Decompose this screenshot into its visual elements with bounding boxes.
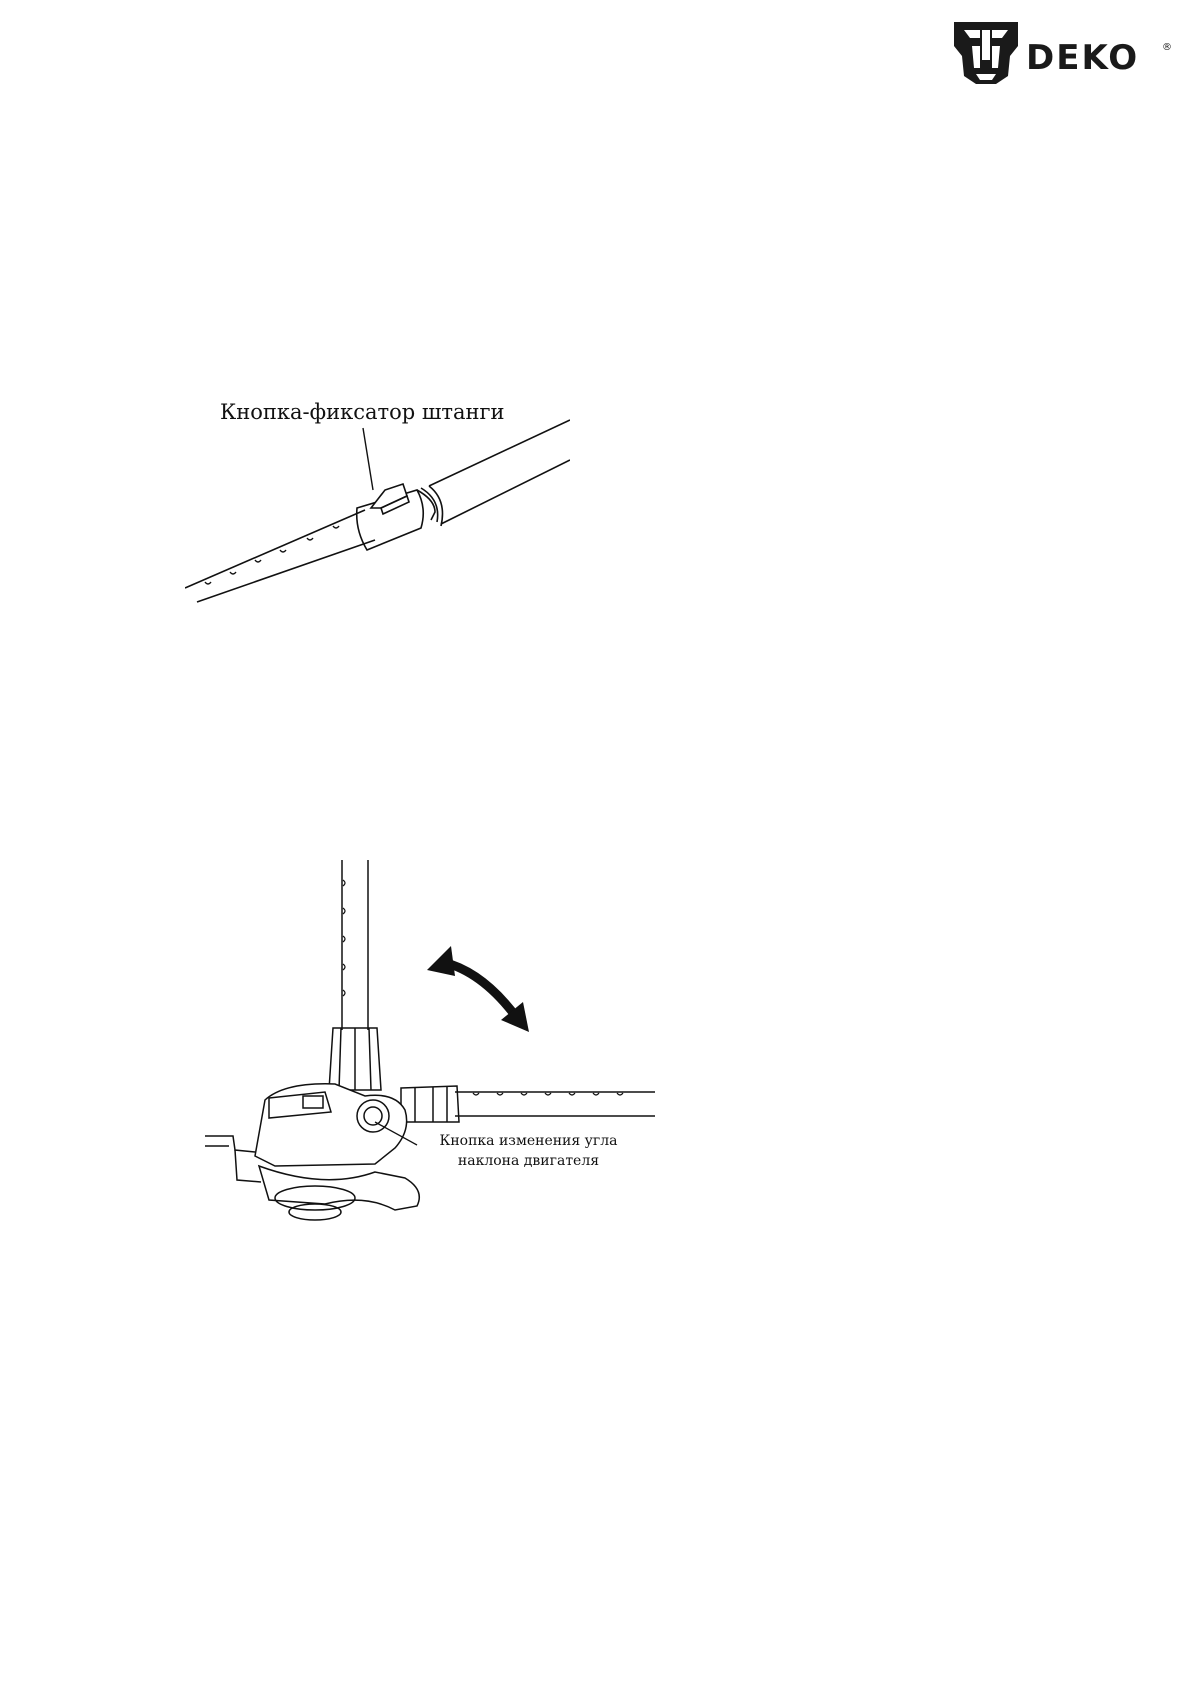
registered-mark: ® (1162, 42, 1172, 53)
figure2-callout-line2: наклона двигателя (457, 1153, 600, 1169)
motor-angle-illustration (205, 860, 655, 1221)
curved-double-arrow-icon (427, 946, 529, 1032)
deko-emblem-icon (954, 22, 1018, 84)
brand-logo: DEKO ® (950, 16, 1180, 86)
figure2-callout: Кнопка изменения угла наклона двигателя (426, 1131, 631, 1171)
figure2-callout-line1: Кнопка изменения угла (439, 1133, 618, 1149)
shaft-lock-illustration (185, 419, 570, 603)
brand-name: DEKO (1026, 38, 1140, 78)
figure1-callout: Кнопка-фиксатор штанги (220, 400, 505, 424)
